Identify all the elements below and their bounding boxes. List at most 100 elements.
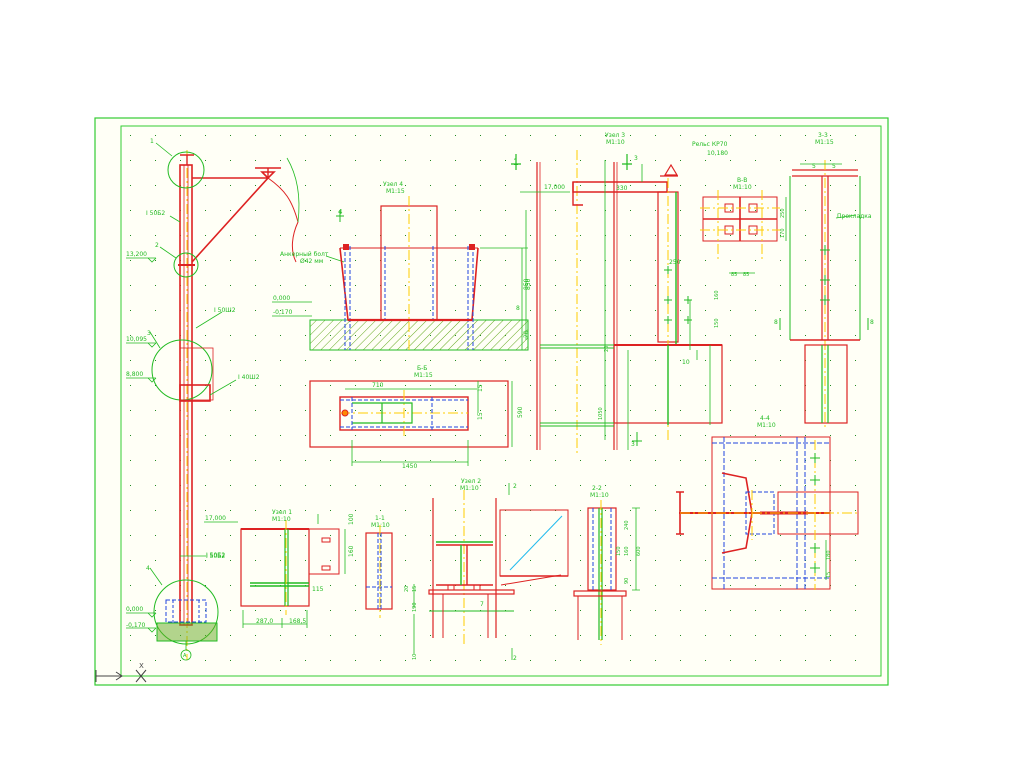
grid-dot: [605, 560, 606, 561]
grid-dot: [855, 385, 856, 386]
grid-dot: [155, 535, 156, 536]
grid-dot: [630, 435, 631, 436]
node3-rail-label: Рельс КР70: [692, 141, 728, 148]
grid-dot: [830, 635, 831, 636]
grid-dot: [355, 310, 356, 311]
grid-dot: [480, 360, 481, 361]
grid-dot: [480, 385, 481, 386]
grid-dot: [730, 485, 731, 486]
grid-dot: [130, 485, 131, 486]
grid-dot: [405, 560, 406, 561]
grid-dot: [680, 285, 681, 286]
grid-dot: [380, 160, 381, 161]
grid-dot: [205, 460, 206, 461]
grid-dot: [205, 160, 206, 161]
anchor-bolt-label: Анкерный болт: [280, 251, 329, 258]
grid-dot: [680, 210, 681, 211]
grid-dot: [530, 460, 531, 461]
grid-dot: [605, 210, 606, 211]
grid-dot: [505, 285, 506, 286]
grid-dot: [205, 185, 206, 186]
sec22-dim-160: 160: [624, 546, 630, 556]
grid-dot: [380, 635, 381, 636]
node2-mark-top: 2: [513, 483, 517, 490]
grid-dot: [305, 410, 306, 411]
node-label-1: 1: [150, 138, 154, 145]
grid-dot: [255, 360, 256, 361]
grid-dot: [305, 635, 306, 636]
grid-dot: [305, 610, 306, 611]
grid-dot: [830, 435, 831, 436]
grid-dot: [130, 660, 131, 661]
grid-dot: [130, 285, 131, 286]
grid-dot: [480, 285, 481, 286]
grid-dot: [480, 485, 481, 486]
grid-dot: [330, 560, 331, 561]
grid-dot: [855, 410, 856, 411]
grid-dot: [655, 335, 656, 336]
grid-dot: [280, 510, 281, 511]
node3-dim-160: 160: [714, 290, 720, 300]
grid-dot: [480, 310, 481, 311]
grid-dot: [380, 385, 381, 386]
grid-dot: [330, 385, 331, 386]
node1-scale: М1:10: [272, 516, 291, 523]
grid-dot: [355, 535, 356, 536]
grid-dot: [580, 360, 581, 361]
grid-dot: [605, 485, 606, 486]
grid-dot: [155, 135, 156, 136]
grid-dot: [530, 210, 531, 211]
grid-dot: [280, 235, 281, 236]
grid-dot: [580, 410, 581, 411]
grid-dot: [280, 435, 281, 436]
grid-dot: [155, 660, 156, 661]
grid-dot: [680, 360, 681, 361]
grid-dot: [630, 160, 631, 161]
node4-detail: [272, 196, 529, 352]
grid-dot: [605, 510, 606, 511]
grid-dot: [505, 310, 506, 311]
grid-dot: [755, 185, 756, 186]
grid-dot: [405, 660, 406, 661]
level-10095: 10,095: [126, 336, 147, 343]
grid-dot: [480, 635, 481, 636]
grid-dot: [155, 235, 156, 236]
grid-dot: [205, 210, 206, 211]
grid-dot: [230, 335, 231, 336]
grid-dot: [655, 360, 656, 361]
grid-dot: [805, 260, 806, 261]
grid-dot: [580, 210, 581, 211]
grid-dot: [555, 235, 556, 236]
grid-dot: [780, 585, 781, 586]
grid-dot: [205, 135, 206, 136]
grid-dot: [855, 560, 856, 561]
node2-dim-7: 7: [480, 601, 484, 608]
grid-dot: [205, 310, 206, 311]
grid-dot: [430, 385, 431, 386]
grid-dot: [555, 285, 556, 286]
grid-dot: [230, 460, 231, 461]
sec22-dim-240: 240: [624, 520, 630, 530]
level-neg0170: -0,170: [126, 622, 146, 629]
grid-dot: [280, 535, 281, 536]
grid-dot: [780, 460, 781, 461]
grid-dot: [730, 535, 731, 536]
grid-dot: [205, 260, 206, 261]
grid-dot: [555, 560, 556, 561]
grid-dot: [830, 135, 831, 136]
grid-dot: [455, 160, 456, 161]
grid-dot: [130, 435, 131, 436]
node1-dim-115: 115: [312, 586, 324, 593]
grid-dot: [530, 535, 531, 536]
grid-dot: [130, 460, 131, 461]
grid-dot: [330, 210, 331, 211]
grid-dot: [405, 485, 406, 486]
sec44-dim-180: 180: [826, 550, 832, 560]
grid-dot: [455, 385, 456, 386]
grid-dot: [830, 335, 831, 336]
grid-dot: [530, 335, 531, 336]
grid-dot: [280, 460, 281, 461]
grid-dot: [680, 585, 681, 586]
